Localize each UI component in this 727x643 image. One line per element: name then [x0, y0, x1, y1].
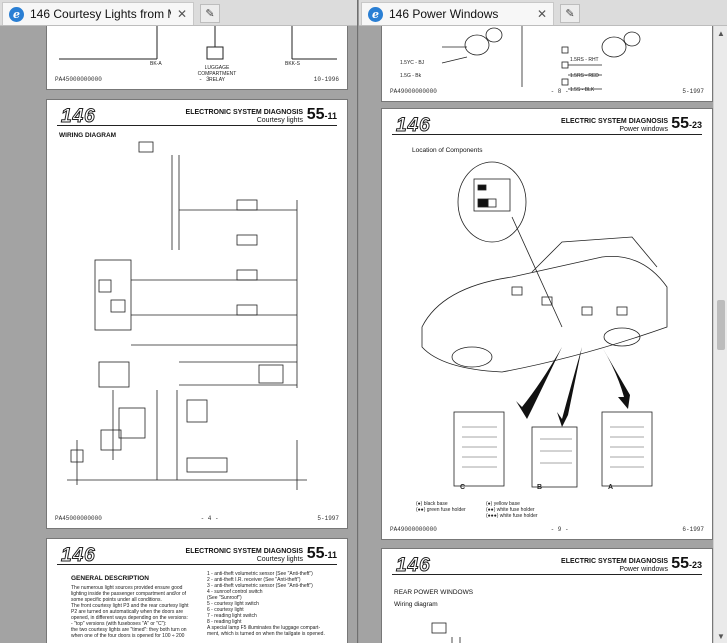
fuse-legend-left: (●) black base (●●) green fuse holder [416, 501, 466, 513]
new-tab-icon: ✎ [205, 8, 215, 20]
right-tab-bar: e 146 Power Windows ✕ ✎ [359, 0, 727, 26]
left-tab-bar: e 146 Courtesy Lights from M... ✕ ✎ [0, 0, 357, 26]
wire-label: 1.5G - Bk [400, 73, 422, 79]
header-text: ELECTRONIC SYSTEM DIAGNOSIS Courtesy lig… [186, 548, 303, 564]
pdf-page-8: 1.5YC - BJ 1.5G - Bk 1.5RS - RHT 1.5RS -… [381, 26, 713, 102]
header-title: ELECTRONIC SYSTEM DIAGNOSIS [185, 548, 303, 555]
wire-label: 1.5S - BLK [570, 87, 595, 93]
doc-code: PA45000000000 [55, 515, 102, 522]
close-icon[interactable]: ✕ [536, 7, 547, 21]
section-label: REAR POWER WINDOWS [394, 589, 474, 596]
doc-date: 5-1997 [682, 88, 704, 95]
vertical-scrollbar[interactable]: ▲ ▼ [713, 26, 727, 643]
wire-label: 1.5RS - RED [570, 73, 599, 79]
page-header: 146 ELECTRIC SYSTEM DIAGNOSIS Power wind… [392, 555, 702, 577]
header-text: ELECTRONIC SYSTEM DIAGNOSIS Courtesy lig… [186, 109, 303, 125]
page-footer: PA49000000000 - 8 - 5-1997 [390, 88, 704, 95]
scroll-up-icon[interactable]: ▲ [717, 28, 725, 38]
doc-code: PA49000000000 [390, 88, 437, 95]
ie-icon: e [368, 6, 383, 22]
fusebox-label-b: B [537, 484, 543, 491]
wire-label: BKK-S [285, 61, 301, 67]
pdf-page-5: 146 ELECTRONIC SYSTEM DIAGNOSIS Courtesy… [46, 538, 348, 643]
doc-date: 10-1996 [313, 76, 339, 83]
alfa-146-logo: 146 [61, 106, 96, 128]
section-label: GENERAL DESCRIPTION [71, 575, 149, 582]
new-tab-button[interactable]: ✎ [200, 4, 220, 23]
connector-fragment [441, 26, 641, 90]
right-active-tab[interactable]: e 146 Power Windows ✕ [361, 2, 554, 25]
alfa-146-logo: 146 [396, 555, 431, 577]
sub-label: Wiring diagram [394, 601, 438, 608]
header-subtitle: Courtesy lights [256, 556, 303, 563]
section-label: Location of Components [412, 147, 483, 154]
doc-date: 5-1997 [317, 515, 339, 522]
pdf-page-4: 146 ELECTRONIC SYSTEM DIAGNOSIS Courtesy… [46, 99, 348, 529]
page-header: 146 ELECTRONIC SYSTEM DIAGNOSIS Courtesy… [57, 106, 337, 128]
pdf-page-10: 146 ELECTRIC SYSTEM DIAGNOSIS Power wind… [381, 548, 713, 643]
pdf-page-9: 146 ELECTRIC SYSTEM DIAGNOSIS Power wind… [381, 108, 713, 540]
header-subtitle: Power windows [619, 126, 668, 133]
right-document-viewport[interactable]: 1.5YC - BJ 1.5G - Bk 1.5RS - RHT 1.5RS -… [359, 26, 713, 643]
left-document-viewport[interactable]: BK-A BKK-S LUGGAGE COMPARTMENT RELAY PA4… [0, 26, 357, 643]
doc-code: PA49000000000 [390, 526, 437, 533]
pdf-page-3: BK-A BKK-S LUGGAGE COMPARTMENT RELAY PA4… [46, 26, 348, 90]
ie-icon: e [9, 6, 24, 22]
wire-label: BK-A [150, 61, 162, 67]
doc-code: PA45000000000 [55, 76, 102, 83]
header-text: ELECTRIC SYSTEM DIAGNOSIS Power windows [561, 558, 668, 574]
header-subtitle: Courtesy lights [256, 117, 303, 124]
page-footer: PA49000000000 - 9 - 6-1997 [390, 526, 704, 533]
header-title: ELECTRIC SYSTEM DIAGNOSIS [561, 118, 668, 125]
wiring-diagram [67, 141, 307, 490]
fusebox-label-a: A [608, 484, 614, 491]
page-number: - 8 - [550, 88, 569, 95]
page-number: - 9 - [550, 526, 569, 533]
tab-title: 146 Courtesy Lights from M... [30, 7, 171, 21]
component-legend: 1 - anti-theft volumetric sensor (See "A… [207, 571, 325, 637]
wire-label: 1.5RS - RHT [570, 57, 599, 63]
doc-date: 6-1997 [682, 526, 704, 533]
page-footer: PA45000000000 - 4 - 5-1997 [55, 515, 339, 522]
header-subtitle: Power windows [619, 566, 668, 573]
fuse-legend-right: (●) yellow base (●●) white fuse holder (… [486, 501, 538, 519]
alfa-146-logo: 146 [396, 115, 431, 137]
section-number: 55-23 [671, 555, 702, 572]
tab-title: 146 Power Windows [389, 7, 499, 21]
page-header: 146 ELECTRONIC SYSTEM DIAGNOSIS Courtesy… [57, 545, 337, 567]
page-number: - 3 - [198, 76, 217, 83]
page-footer: PA45000000000 - 3 - 10-1996 [55, 76, 339, 83]
page-header: 146 ELECTRIC SYSTEM DIAGNOSIS Power wind… [392, 115, 702, 137]
fusebox-label-c: C [460, 484, 466, 491]
alfa-146-logo: 146 [61, 545, 96, 567]
relay-caption: LUGGAGE COMPARTMENT RELAY [197, 65, 237, 83]
wire-label: 1.5YC - BJ [400, 60, 425, 66]
scroll-down-icon[interactable]: ▼ [717, 631, 725, 641]
section-number: 55-11 [306, 545, 337, 562]
section-number: 55-11 [306, 106, 337, 123]
car-component-drawing [421, 161, 668, 488]
header-title: ELECTRIC SYSTEM DIAGNOSIS [561, 558, 668, 565]
header-title: ELECTRONIC SYSTEM DIAGNOSIS [185, 109, 303, 116]
right-browser-pane: e 146 Power Windows ✕ ✎ [359, 0, 727, 643]
close-icon[interactable]: ✕ [176, 7, 187, 21]
scroll-thumb[interactable] [717, 300, 725, 350]
section-label: WIRING DIAGRAM [59, 132, 117, 139]
left-active-tab[interactable]: e 146 Courtesy Lights from M... ✕ [2, 2, 194, 25]
section-number: 55-23 [671, 115, 702, 132]
new-tab-icon: ✎ [565, 8, 575, 20]
wiring-fragment [59, 26, 337, 60]
header-text: ELECTRIC SYSTEM DIAGNOSIS Power windows [561, 118, 668, 134]
rear-wiring-fragment [431, 622, 461, 643]
description-text: The numerous light sources provided ensu… [71, 585, 189, 639]
page-number: - 4 - [200, 515, 219, 522]
left-browser-pane: e 146 Courtesy Lights from M... ✕ ✎ BK [0, 0, 358, 643]
new-tab-button[interactable]: ✎ [560, 4, 580, 23]
